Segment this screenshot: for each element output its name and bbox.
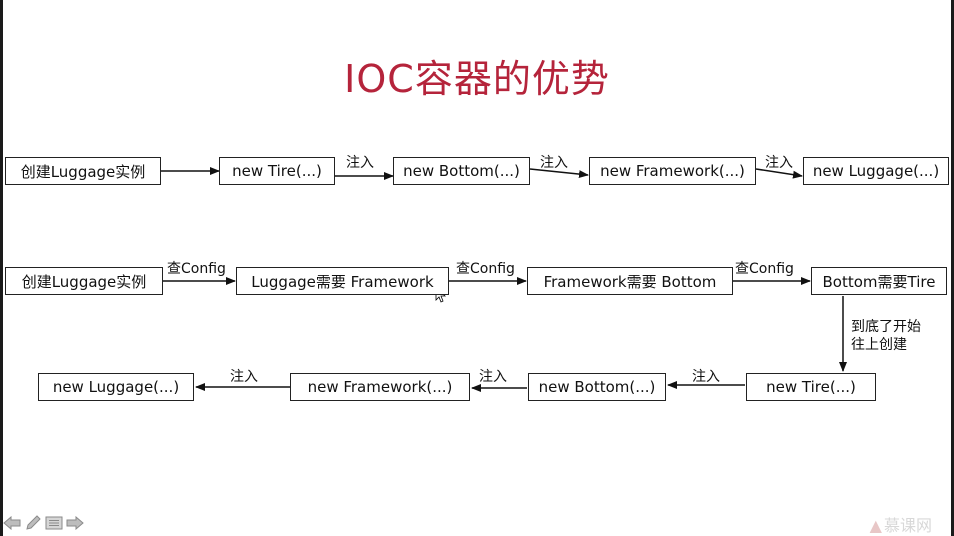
right-frame-edge <box>951 0 954 536</box>
pen-icon[interactable] <box>23 514 42 532</box>
inject-label-row1-2: 注入 <box>540 155 568 171</box>
inject-label-row3-1: 注入 <box>692 369 720 385</box>
new-tire-box-row1: new Tire(...) <box>219 157 335 185</box>
watermark-logo: ▲慕课网 <box>870 512 932 536</box>
menu-icon[interactable] <box>44 514 63 532</box>
new-framework-box-row3: new Framework(...) <box>290 373 470 401</box>
left-frame-edge <box>0 0 3 536</box>
inject-label-row1-3: 注入 <box>765 155 793 171</box>
presentation-toolbar <box>2 514 84 532</box>
new-luggage-box-row3: new Luggage(...) <box>38 373 194 401</box>
bottom-needs-tire-box: Bottom需要Tire <box>811 267 947 295</box>
inject-label-row1-1: 注入 <box>346 155 374 171</box>
arrow-r1-3 <box>529 168 589 179</box>
new-bottom-box-row1: new Bottom(...) <box>393 157 530 185</box>
new-framework-box-row1: new Framework(...) <box>589 157 756 185</box>
flame-icon: ▲ <box>869 516 882 535</box>
config-label-row2-3: 查Config <box>735 261 794 277</box>
arrow-left-icon[interactable] <box>2 514 21 532</box>
watermark-text: 慕课网 <box>883 516 932 535</box>
slide-title: IOC容器的优势 <box>344 57 610 101</box>
new-bottom-box-row3: new Bottom(...) <box>528 373 666 401</box>
config-label-row2-1: 查Config <box>167 261 226 277</box>
inject-label-row3-3: 注入 <box>230 369 258 385</box>
arrow-right-icon[interactable] <box>65 514 84 532</box>
inject-label-row3-2: 注入 <box>479 369 507 385</box>
create-luggage-box-row2: 创建Luggage实例 <box>5 267 163 295</box>
config-label-row2-2: 查Config <box>456 261 515 277</box>
arrow-r1-4 <box>755 168 803 179</box>
new-tire-box-row3: new Tire(...) <box>746 373 876 401</box>
framework-needs-bottom-box: Framework需要 Bottom <box>527 267 733 295</box>
create-luggage-box-row1: 创建Luggage实例 <box>5 157 161 185</box>
new-luggage-box-row1: new Luggage(...) <box>803 157 949 185</box>
luggage-needs-framework-box: Luggage需要 Framework <box>236 267 449 295</box>
turn-label-line1: 到底了开始 <box>851 319 921 335</box>
turn-label-line2: 往上创建 <box>851 337 907 353</box>
